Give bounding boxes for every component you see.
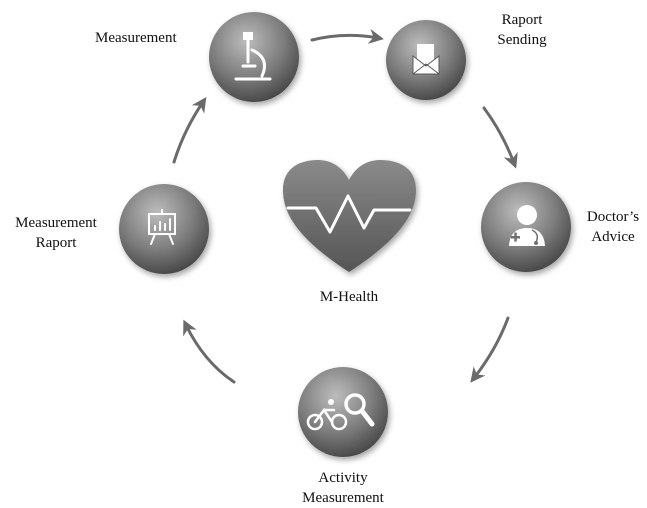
node-doctors-advice [481,182,571,272]
node-raport-sending [386,20,466,100]
label-line: Raport [501,12,543,28]
label-measurement: Measurement [95,28,177,48]
node-measurement [209,12,299,102]
label-line: Measurement [15,215,97,231]
label-doctors-advice: Doctor’s Advice [580,207,646,247]
doctor-icon [509,205,545,246]
label-line: Measurement [95,30,177,46]
arrow-measurement-to-sending [310,29,384,44]
label-line: Activity [318,470,368,486]
label-activity-measurement: Activity Measurement [288,468,398,508]
label-raport-sending: Raport Sending [490,10,554,50]
flow-arrows [172,29,518,384]
cyclist-search-icon [306,393,375,431]
label-line: Advice [591,229,635,245]
microscope-icon [234,32,272,81]
center-label: M-Health [299,287,399,307]
label-measurement-raport: Measurement Raport [4,213,108,253]
arrow-sending-to-advice [482,106,518,169]
arrow-raport-to-measurement [172,97,207,164]
heart-pulse-icon [283,160,416,272]
arrow-advice-to-activity [470,316,510,383]
node-activity-measurement [298,367,388,457]
label-line: Sending [497,32,547,48]
presentation-chart-icon [148,209,176,245]
envelope-document-icon [412,44,440,75]
label-line: Doctor’s [586,209,640,225]
label-line: Measurement [302,490,384,506]
arrow-activity-to-raport [183,319,236,384]
label-line: Raport [35,235,77,251]
label-line: M-Health [319,289,379,305]
node-measurement-raport [119,184,209,274]
